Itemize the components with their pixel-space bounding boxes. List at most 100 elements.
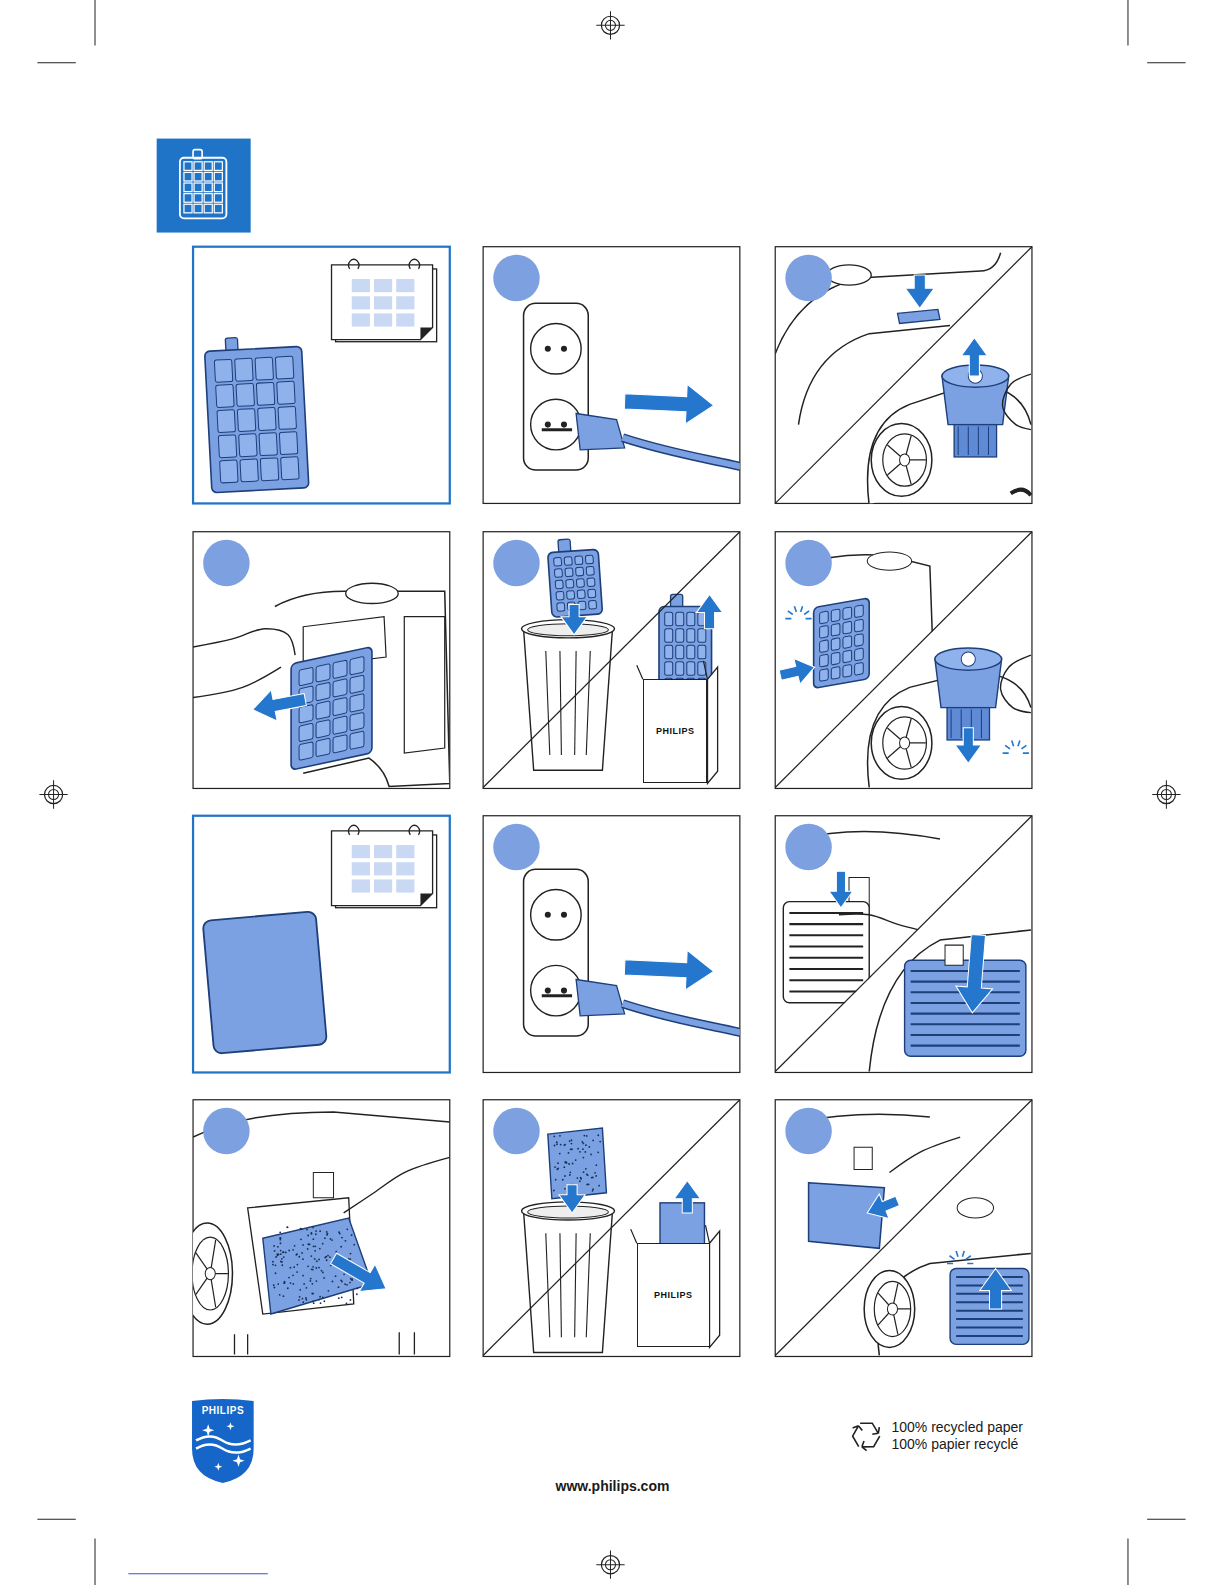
calendar-corner: [420, 894, 432, 906]
hand-outline: [1003, 374, 1031, 430]
filter-cell: [831, 638, 840, 651]
dust-dot: [283, 1256, 285, 1258]
vacuum-body: [775, 253, 1000, 354]
icon-cell: [184, 162, 192, 171]
filter-cell: [567, 591, 575, 600]
dust-dot: [576, 1177, 578, 1179]
filter-cell: [299, 705, 313, 724]
filter-cell: [350, 656, 364, 675]
split-line: [775, 816, 1032, 1072]
dust-dot: [309, 1280, 311, 1282]
dust-dot: [280, 1253, 282, 1255]
click-mark: [1018, 741, 1020, 747]
calendar-day: [352, 845, 370, 858]
dust-dot: [314, 1250, 316, 1252]
filter-cell: [575, 556, 583, 565]
filter-cell: [316, 682, 330, 701]
split-line: [483, 1100, 740, 1356]
socket-hole: [545, 346, 551, 352]
dust-dot: [568, 1152, 570, 1154]
dust-dot: [346, 1284, 348, 1286]
filter-cell: [577, 590, 585, 599]
step-panel: [193, 532, 450, 789]
filter-cell: [554, 569, 562, 578]
direction-arrow: [331, 1253, 387, 1291]
step-badge: [203, 1108, 249, 1154]
dust-dot: [555, 1179, 557, 1181]
filter-cell: [279, 432, 297, 455]
step-panel: [483, 1100, 740, 1357]
step-panel: [193, 247, 450, 504]
icon-cell: [184, 183, 192, 192]
step-badge: [785, 824, 831, 870]
vacuum-panel: [404, 617, 444, 753]
dust-dot: [280, 1242, 282, 1244]
calendar-day: [396, 279, 414, 292]
dust-dot: [307, 1248, 309, 1250]
dust-dot: [582, 1143, 584, 1145]
icon-cell: [204, 194, 212, 203]
filter-cell: [299, 723, 313, 742]
direction-arrow: [905, 275, 934, 308]
grille-latch: [854, 1147, 872, 1169]
wheel-rim: [883, 434, 927, 486]
vacuum-foot: [234, 1332, 414, 1354]
shield: [192, 1399, 254, 1483]
bin-rib: [560, 651, 561, 755]
calendar-day: [352, 279, 370, 292]
click-mark: [1023, 752, 1029, 754]
socket-outlet: [531, 890, 582, 941]
click-mark: [804, 611, 809, 615]
filter-cell: [588, 600, 596, 609]
vacuum-lid: [346, 583, 399, 603]
dust-dot: [556, 1168, 558, 1170]
dust-dot: [311, 1233, 313, 1235]
panel-content: [524, 869, 740, 1036]
dust-dot: [329, 1256, 331, 1258]
step-panel: [483, 532, 740, 789]
filter-cell: [333, 679, 347, 698]
step-panel: [775, 816, 1032, 1073]
flat-filter: [203, 911, 327, 1054]
dust-dot: [569, 1140, 571, 1142]
filter-cell: [278, 406, 296, 429]
filter-cell: [333, 716, 347, 735]
dust-dot: [310, 1278, 312, 1280]
click-mark: [950, 1256, 955, 1260]
dust-dot: [316, 1260, 318, 1262]
dust-dot: [583, 1135, 585, 1137]
dust-dot: [302, 1244, 304, 1246]
dust-dot: [314, 1258, 316, 1260]
calendar-ring: [349, 825, 359, 835]
icon-cell: [204, 183, 212, 192]
dust-dot: [557, 1162, 559, 1164]
dust-dot: [272, 1261, 274, 1263]
filter-cell: [687, 612, 695, 625]
dust-dot: [586, 1135, 588, 1137]
bin-rib: [560, 1233, 561, 1337]
dust-dot: [553, 1136, 555, 1138]
icon-cell: [194, 183, 202, 192]
filter-cell: [316, 664, 330, 683]
dust-dot: [299, 1289, 301, 1291]
dust-dot: [331, 1239, 333, 1241]
dust-dot: [326, 1234, 328, 1236]
dust-dot: [275, 1256, 277, 1258]
dust-dot: [564, 1175, 566, 1177]
dust-dot: [326, 1231, 328, 1233]
filter-cell: [316, 720, 330, 739]
filter-cell: [820, 611, 829, 624]
icon-cell: [194, 162, 202, 171]
dust-dot: [556, 1141, 558, 1143]
dust-dot: [563, 1166, 565, 1168]
dust-dot: [326, 1259, 328, 1261]
filter-cell: [687, 662, 695, 675]
dust-dot: [280, 1237, 282, 1239]
filter-cell: [333, 697, 347, 716]
dust-dot: [582, 1157, 584, 1159]
direction-arrow: [561, 605, 587, 635]
filter-cell: [588, 589, 596, 598]
dust-dot: [585, 1168, 587, 1170]
icon-cell: [184, 194, 192, 203]
dust-dot: [274, 1250, 276, 1252]
